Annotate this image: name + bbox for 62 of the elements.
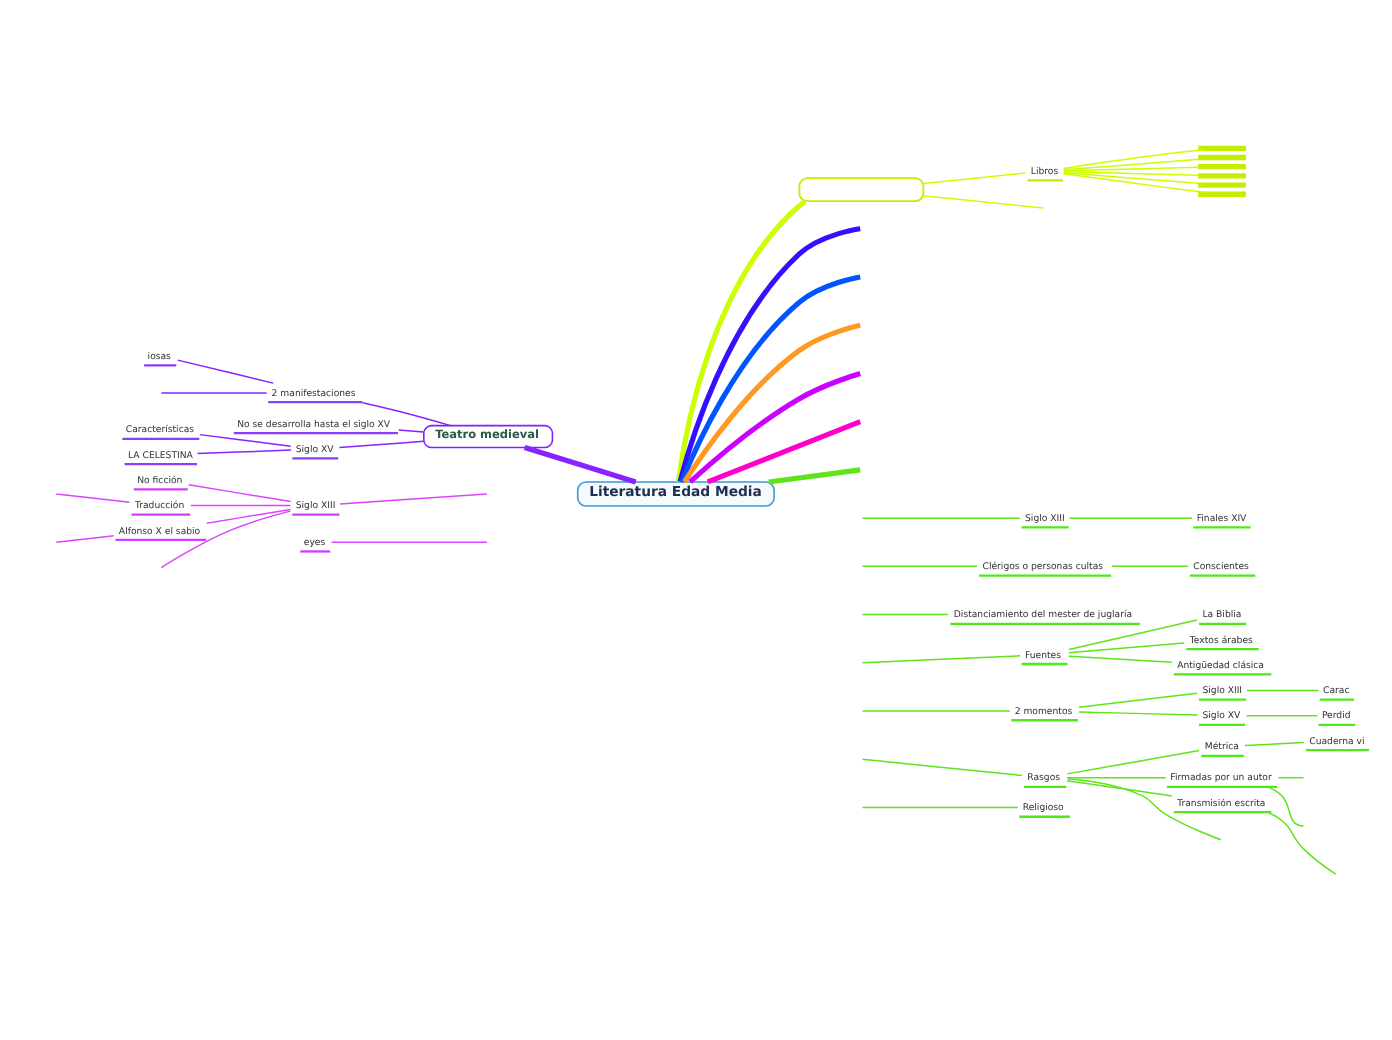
connector <box>861 805 1019 808</box>
connector <box>861 564 978 567</box>
connector <box>1267 811 1337 874</box>
connector <box>1066 779 1173 796</box>
connector <box>1063 157 1200 170</box>
connector <box>1066 776 1222 840</box>
connector <box>1245 713 1318 716</box>
connector <box>160 391 268 393</box>
connector <box>338 439 425 448</box>
connector <box>861 516 1021 518</box>
connector <box>861 757 1023 776</box>
connector <box>706 418 862 484</box>
connector <box>1111 564 1189 567</box>
node-bar <box>1198 190 1246 196</box>
connector <box>923 194 1045 208</box>
connector <box>923 171 1027 184</box>
connector <box>1268 785 1305 826</box>
connector <box>1246 688 1320 691</box>
connector <box>1068 641 1186 653</box>
connector <box>1068 618 1198 650</box>
node-bar <box>1198 153 1246 160</box>
connector <box>1078 710 1199 715</box>
connector <box>397 428 425 432</box>
connector <box>1068 654 1173 662</box>
connector <box>199 432 292 446</box>
connector <box>1066 748 1200 774</box>
connector <box>523 444 637 484</box>
connector <box>688 369 861 483</box>
connector <box>861 709 1011 711</box>
node-bar <box>1198 181 1246 187</box>
connector <box>190 503 292 506</box>
connector <box>1063 165 1200 171</box>
connector <box>1244 740 1305 746</box>
connector <box>176 358 275 383</box>
connector <box>1078 691 1198 707</box>
node-box <box>798 176 925 202</box>
connector <box>677 225 861 482</box>
connector <box>160 509 292 568</box>
connector <box>1063 170 1200 176</box>
node-bar <box>1198 144 1246 150</box>
connector <box>196 448 292 454</box>
connector <box>55 492 131 502</box>
connector <box>55 534 115 542</box>
node-bar <box>1198 172 1246 178</box>
connector <box>1063 170 1200 184</box>
connector <box>675 198 807 482</box>
connector <box>768 466 861 484</box>
connector <box>1062 172 1208 193</box>
connector <box>861 654 1021 663</box>
connector <box>339 492 488 504</box>
connector <box>1068 516 1193 518</box>
connector <box>1062 148 1204 169</box>
connector <box>187 483 292 502</box>
node-bar <box>1198 163 1246 169</box>
connector <box>861 612 949 615</box>
connector <box>330 540 488 542</box>
connector <box>206 507 292 523</box>
connector <box>682 321 861 483</box>
connector <box>361 401 452 426</box>
connector <box>679 273 861 482</box>
connector <box>1277 775 1305 778</box>
connector <box>1066 775 1167 778</box>
